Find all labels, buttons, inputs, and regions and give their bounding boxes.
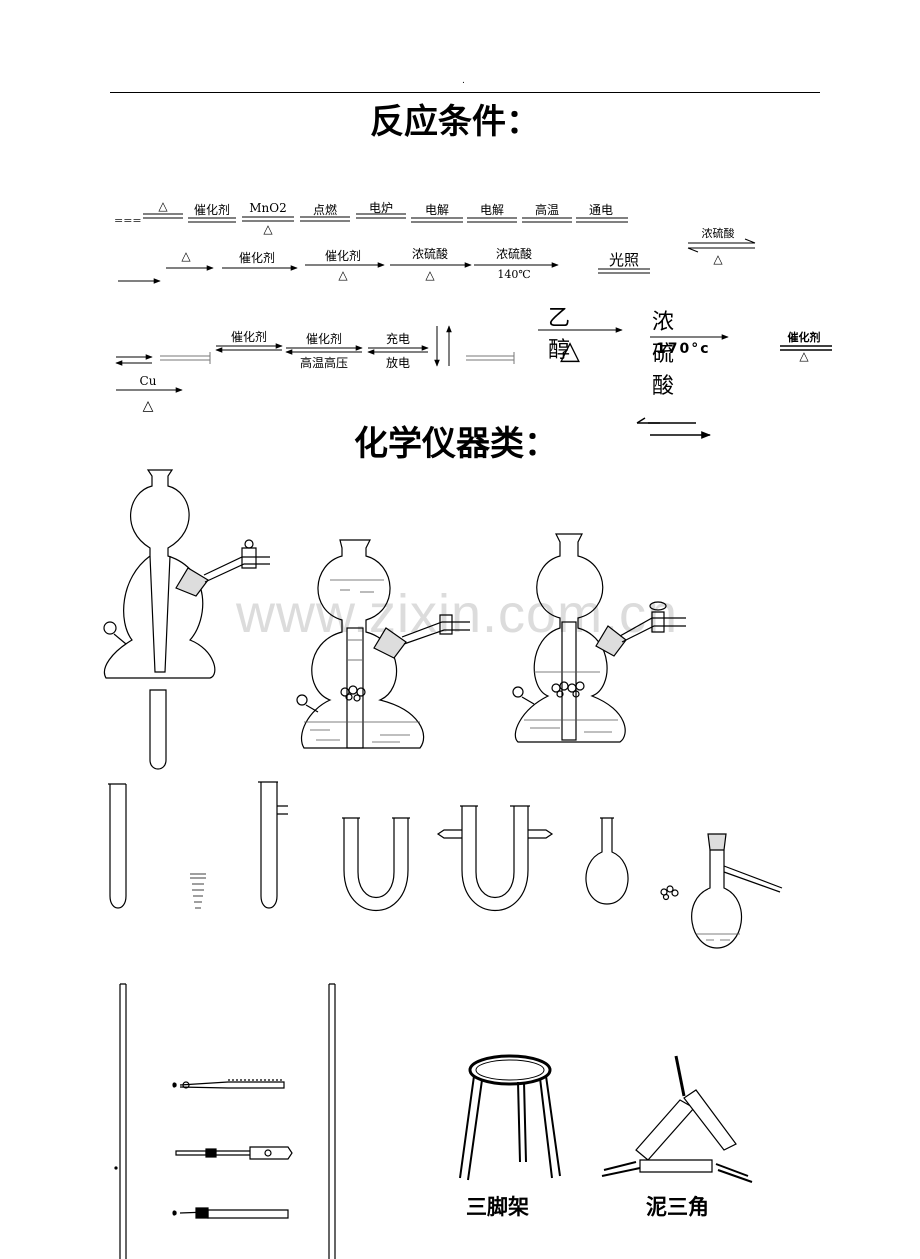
distillation-flask xyxy=(691,833,783,949)
cond-label: 高温 xyxy=(534,203,559,217)
cond-label: △ xyxy=(799,349,809,363)
clay-triangle-label: 泥三角 xyxy=(646,1195,709,1219)
cond-label: 电解 xyxy=(424,203,449,217)
cond-label: 140℃ xyxy=(497,268,531,281)
tripod-label: 三脚架 xyxy=(466,1195,529,1219)
cond-label: △ xyxy=(263,222,273,236)
pebbles xyxy=(340,685,366,702)
cond-label: 点燃 xyxy=(312,203,337,217)
cond-label-large: 乙醇 xyxy=(548,306,571,363)
cond-label: 催化剂 xyxy=(238,251,275,265)
cond-label: 催化剂 xyxy=(305,332,342,346)
cond-label: 电解 xyxy=(479,203,504,217)
cond-label: 催化剂 xyxy=(230,330,267,344)
long-rod-right xyxy=(328,983,336,1259)
boiling-chips xyxy=(660,885,679,901)
cond-label-large: △ xyxy=(560,336,580,366)
row2-arrows xyxy=(118,262,650,284)
long-rod-left xyxy=(119,983,127,1259)
cond-label: 电炉 xyxy=(368,201,393,215)
cond-label: 催化剂 xyxy=(193,203,230,217)
section-title-instruments: 化学仪器类： xyxy=(354,424,558,464)
cond-label: 浓硫酸 xyxy=(411,247,448,261)
section-title-conditions: 反应条件： xyxy=(370,102,540,142)
cond-label: 催化剂 xyxy=(787,331,821,344)
tool-3 xyxy=(172,1207,289,1219)
row1-equals-lines xyxy=(143,213,756,253)
cond-label: 催化剂 xyxy=(324,249,361,263)
cond-label: △ xyxy=(142,398,154,414)
cond-label: 放电 xyxy=(385,356,410,370)
cond-label: 高温高压 xyxy=(299,356,348,370)
header-rule xyxy=(110,92,820,93)
cond-label: 充电 xyxy=(385,332,410,346)
kipp-apparatus-3 xyxy=(512,533,686,743)
row1-prefix: === xyxy=(114,214,142,227)
cond-label: 浓硫酸 xyxy=(495,247,532,261)
cond-label: △ xyxy=(338,268,348,282)
cond-label: Cu xyxy=(139,374,157,388)
kipp-apparatus-1 xyxy=(103,469,270,770)
kipp-apparatus-2 xyxy=(296,539,470,749)
header-dot: . xyxy=(462,76,465,86)
cond-label: △ xyxy=(713,252,723,266)
cond-label: MnO2 xyxy=(249,201,287,215)
tool-2 xyxy=(175,1146,293,1160)
clay-triangle xyxy=(601,1055,753,1183)
cond-label: 浓硫酸 xyxy=(701,227,735,240)
cond-label: 光照 xyxy=(608,251,639,269)
cond-label: △ xyxy=(158,199,168,213)
test-tube xyxy=(108,783,127,909)
cond-label: △ xyxy=(425,268,435,282)
pebbles xyxy=(551,681,585,698)
cond-label: △ xyxy=(181,249,191,263)
cond-label: 通电 xyxy=(588,203,613,217)
cond-label-large: 170°c xyxy=(656,341,711,357)
round-flask xyxy=(585,817,629,905)
row3-arrows xyxy=(115,325,832,367)
tool-1 xyxy=(172,1079,285,1089)
u-tube-side-arms xyxy=(436,805,554,912)
small-graduate xyxy=(190,873,206,909)
cond-label-large: 浓硫酸 xyxy=(652,310,675,399)
side-arm-test-tube xyxy=(258,781,288,909)
tripod xyxy=(459,1054,561,1181)
u-tube xyxy=(342,817,410,912)
